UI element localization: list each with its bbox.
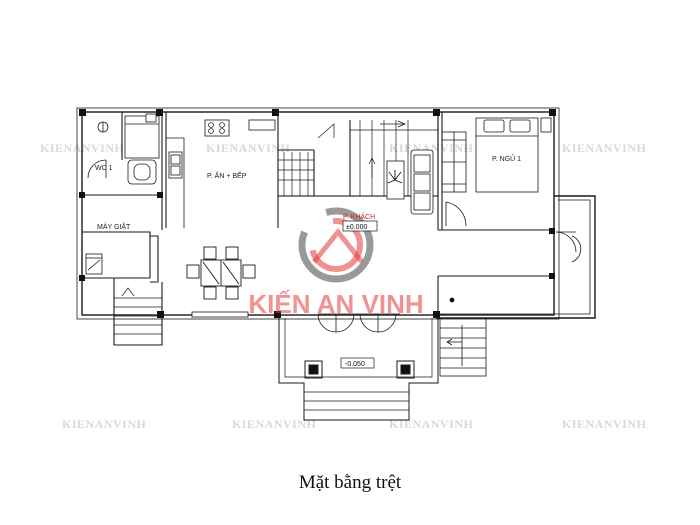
sofa-set [386,149,434,215]
room-label-living: P. KHÁCH [343,212,375,221]
watermark-text: KIENANVINH [232,417,317,431]
right-stair [439,317,487,377]
interior-walls [82,111,554,346]
floor-level-text: ±0.000 [346,224,367,231]
watermark-text: KIENANVINH [562,141,647,155]
company-logo: KIẾN AN VINH [248,207,424,319]
drawing-caption: Mặt bằng trệt [298,472,402,493]
side-doors [449,231,582,303]
floor-level-marker: ±0.000 [342,220,378,232]
watermark-layer: KIENANVINH KIENANVINH KIENANVINH KIENANV… [40,141,647,431]
porch-level-marker: -0.050 [340,357,375,369]
watermark-text: KIENANVINH [206,141,291,155]
watermark-text: KIENANVINH [389,141,474,155]
structural-columns [79,109,556,318]
front-doors [191,311,400,333]
washing-machine-icon [85,253,103,275]
room-label-wc: WC 1 [95,165,113,172]
watermark-text: KIENANVINH [62,417,147,431]
watermark-text: KIENANVINH [389,417,474,431]
porch-level-text: -0.050 [345,361,365,368]
side-stair [114,287,162,335]
front-porch [278,318,439,421]
wc-fixtures [87,113,160,185]
interior-stair [278,120,438,196]
kitchen-counter [166,119,276,228]
room-label-kitchen-dining: P. ĂN + BẾP [207,170,247,180]
watermark-text: KIENANVINH [562,417,647,431]
room-label-bedroom: P. NGỦ 1 [492,154,521,163]
room-label-laundry: MÁY GIẶT [97,222,131,231]
bedroom-furniture [441,117,552,227]
dining-table [186,246,256,300]
logo-text: KIẾN AN VINH [248,289,423,319]
